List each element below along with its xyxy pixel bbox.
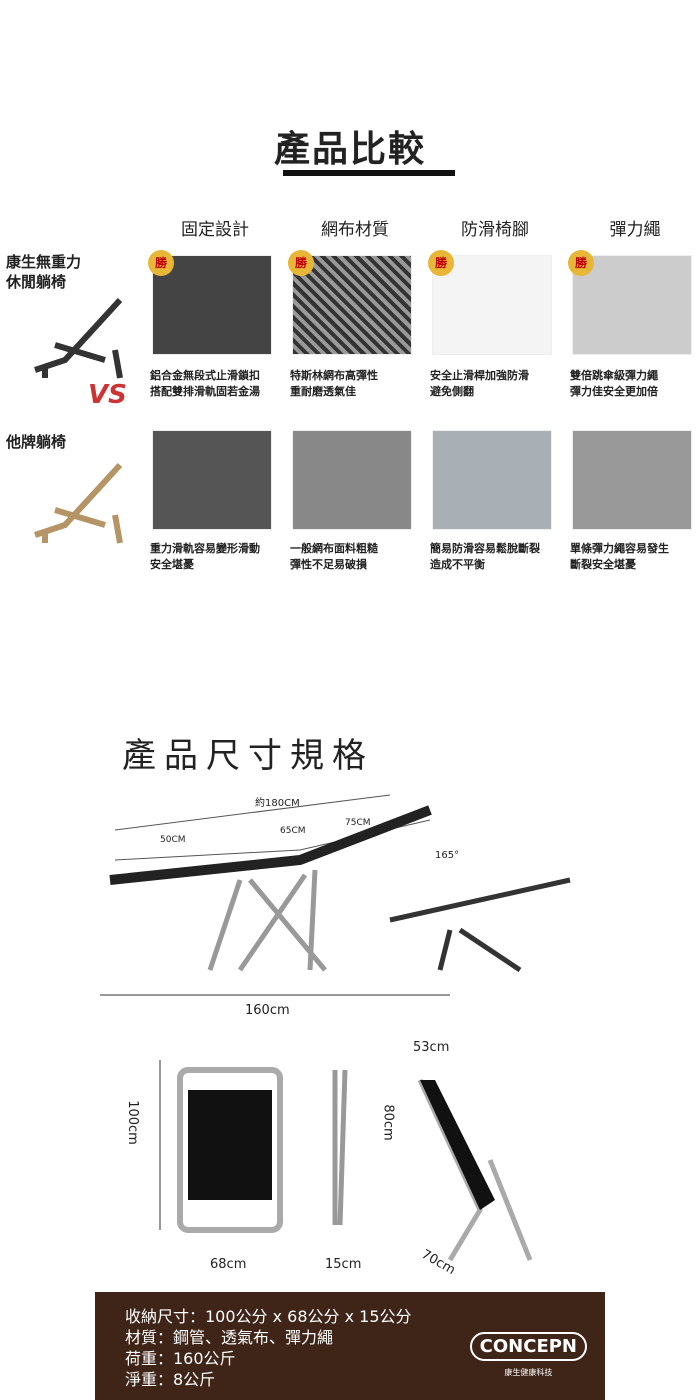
dim-height-side: 80cm bbox=[380, 1104, 396, 1141]
brand-logo: CONCEPN 康生健康科技 bbox=[469, 1332, 587, 1378]
our-lock-image bbox=[152, 255, 272, 355]
dim-height: 100cm bbox=[124, 1100, 140, 1145]
column-header: 防滑椅腳 bbox=[461, 220, 529, 240]
dim-total: 約180CM bbox=[255, 798, 300, 809]
dim-length: 160cm bbox=[245, 1003, 290, 1018]
reclined-chair-diagram bbox=[100, 794, 571, 996]
our-chair-image bbox=[34, 297, 123, 379]
spec-info-panel: 收納尺寸：100公分 x 68公分 x 15公分 材質：鋼管、透氣布、彈力繩 荷… bbox=[95, 1292, 605, 1400]
spec-line: 荷重：160公斤 bbox=[125, 1349, 236, 1368]
title-underline bbox=[283, 170, 455, 176]
spec-line: 材質：鋼管、透氣布、彈力繩 bbox=[125, 1328, 334, 1347]
caption: 重力滑軌容易變形滑動 安全堪憂 bbox=[150, 542, 260, 571]
dim-width: 68cm bbox=[210, 1257, 247, 1272]
dim-width-top: 53cm bbox=[413, 1040, 450, 1055]
logo-text: CONCEPN bbox=[469, 1332, 587, 1361]
comparison-title: 產品比較 bbox=[273, 129, 426, 170]
spec-title: 產品尺寸規格 bbox=[122, 736, 374, 776]
logo-subtext: 康生健康科技 bbox=[504, 1368, 553, 1377]
vs-badge: VS bbox=[88, 380, 127, 410]
column-header: 固定設計 bbox=[181, 220, 249, 240]
dim-angle: 165° bbox=[435, 850, 460, 861]
dim-seg1: 50CM bbox=[160, 835, 186, 845]
caption: 雙倍跳傘級彈力繩 彈力佳安全更加倍 bbox=[570, 369, 658, 398]
our-foot-image bbox=[432, 255, 552, 355]
other-chair-image bbox=[34, 462, 123, 544]
other-product-label: 他牌躺椅 bbox=[6, 433, 67, 451]
column-header: 網布材質 bbox=[321, 220, 389, 240]
caption: 單條彈力繩容易發生 斷裂安全堪憂 bbox=[570, 542, 669, 571]
caption: 一般網布面料粗糙 彈性不足易破損 bbox=[290, 542, 378, 571]
our-cord-image bbox=[572, 255, 692, 355]
other-rail-image bbox=[152, 430, 272, 530]
caption: 安全止滑桿加強防滑 避免側翻 bbox=[430, 369, 529, 398]
other-foot-image bbox=[432, 430, 552, 530]
win-badge: 勝 bbox=[568, 250, 594, 276]
win-badge: 勝 bbox=[148, 250, 174, 276]
chair-views-diagram bbox=[159, 1060, 533, 1262]
caption: 簡易防滑容易鬆脫斷裂 造成不平衡 bbox=[430, 542, 540, 571]
caption: 特斯林網布高彈性 重耐磨透氣佳 bbox=[290, 369, 378, 398]
win-badge: 勝 bbox=[288, 250, 314, 276]
win-badge: 勝 bbox=[428, 250, 454, 276]
column-header: 彈力繩 bbox=[609, 220, 661, 240]
other-cord-image bbox=[572, 430, 692, 530]
spec-line: 收納尺寸：100公分 x 68公分 x 15公分 bbox=[125, 1307, 412, 1326]
caption: 鋁合金無段式止滑鎖扣 搭配雙排滑軌固若金湯 bbox=[150, 369, 260, 398]
dim-seg3: 75CM bbox=[345, 818, 371, 828]
dim-depth-folded: 15cm bbox=[325, 1257, 362, 1272]
our-product-label: 康生無重力 休閒躺椅 bbox=[6, 253, 82, 291]
other-mesh-image bbox=[292, 430, 412, 530]
dim-seg2: 65CM bbox=[280, 826, 306, 836]
spec-line: 淨重：8公斤 bbox=[125, 1370, 216, 1389]
our-mesh-image bbox=[292, 255, 412, 355]
